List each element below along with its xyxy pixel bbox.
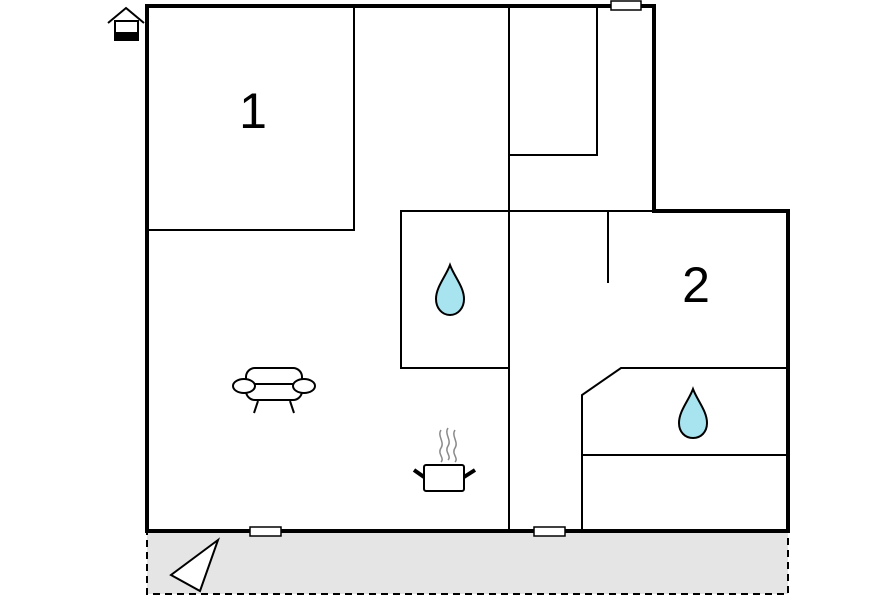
interior-walls <box>147 6 788 531</box>
room-label-1: 1 <box>239 83 267 139</box>
wall-bedroom-1 <box>147 6 355 231</box>
outer-wall <box>145 4 790 533</box>
cooking-pot-icon <box>412 427 477 492</box>
room-label-2: 2 <box>682 257 710 313</box>
wall-bathroom-1 <box>400 210 509 369</box>
house-icon <box>107 6 145 41</box>
wall-bathroom-2 <box>581 367 788 531</box>
sofa-icon <box>232 367 316 414</box>
water-drop-icon <box>434 262 466 317</box>
terrace <box>146 530 789 595</box>
wall-closet <box>509 6 598 156</box>
north-arrow-icon <box>169 537 221 593</box>
water-drop-icon <box>677 386 709 440</box>
window-bottom-right <box>533 526 566 537</box>
window-top <box>610 0 642 11</box>
window-bottom-left <box>249 526 282 537</box>
